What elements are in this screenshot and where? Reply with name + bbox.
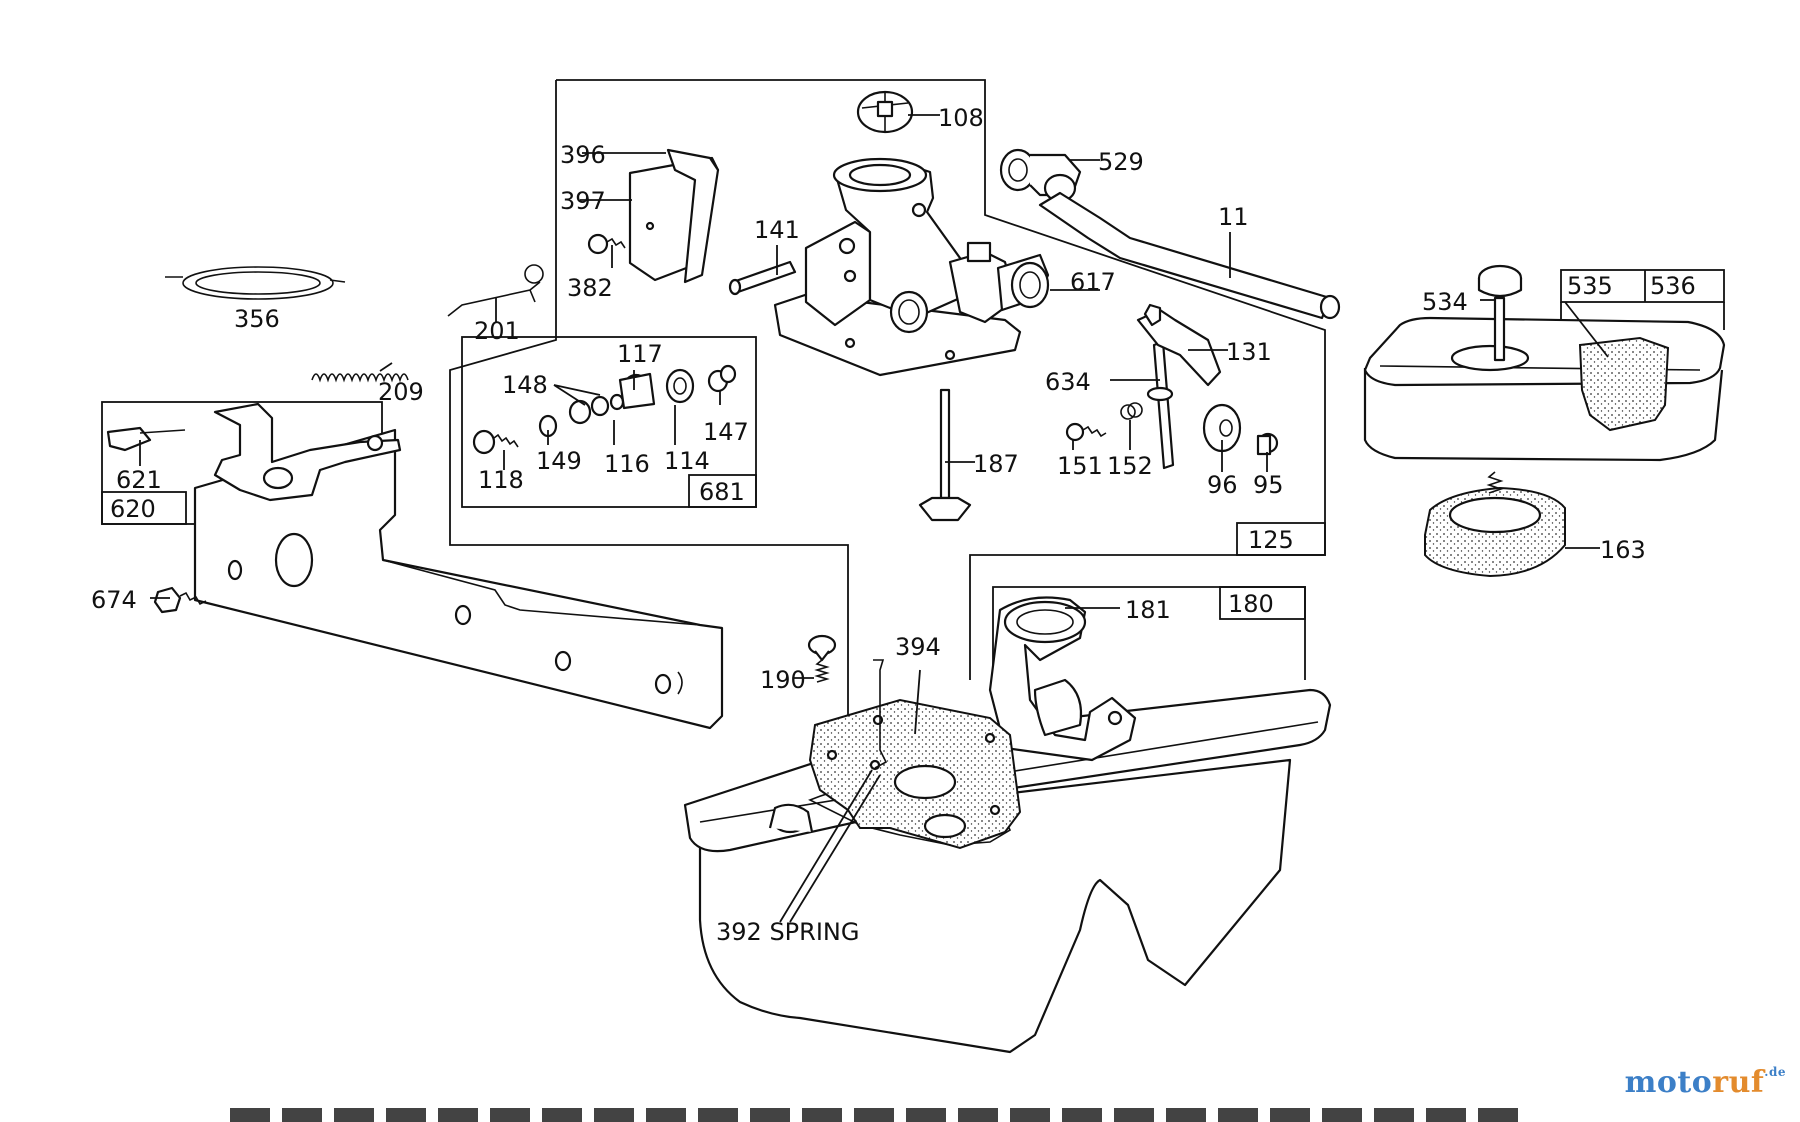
callout-394: 394	[895, 633, 941, 661]
callout-147: 147	[703, 418, 749, 446]
screw-151	[1065, 422, 1107, 442]
callout-148: 148	[502, 371, 548, 399]
watermark-logo[interactable]: motoruf.de	[1625, 1065, 1786, 1100]
callout-621: 621	[116, 466, 162, 494]
diaphragm-394	[808, 698, 1022, 850]
callout-392: 392 SPRING	[716, 918, 859, 946]
filter-element-535	[1578, 336, 1670, 432]
callout-681: 681	[699, 478, 745, 506]
fuel-pipe-11	[1038, 191, 1341, 320]
watermark-part2: ruf	[1712, 1065, 1765, 1100]
callout-152: 152	[1107, 452, 1153, 480]
callout-117: 117	[617, 340, 663, 368]
box-180	[1219, 586, 1306, 620]
screw-141	[728, 260, 797, 296]
throttle-lever-plate	[106, 402, 402, 502]
callout-180: 180	[1228, 590, 1274, 618]
callout-187: 187	[973, 450, 1019, 478]
callout-125: 125	[1248, 526, 1294, 554]
link-201	[447, 264, 544, 317]
callout-131: 131	[1226, 338, 1272, 366]
watermark-part1: moto	[1624, 1065, 1713, 1100]
cover-screw-534	[1477, 264, 1523, 362]
box-620	[101, 491, 187, 525]
callout-181: 181	[1125, 596, 1171, 624]
screw-382	[587, 233, 626, 255]
callout-149: 149	[536, 447, 582, 475]
callout-382: 382	[567, 274, 613, 302]
callout-397: 397	[560, 187, 606, 215]
callout-634: 634	[1045, 368, 1091, 396]
box-681	[688, 474, 757, 508]
callout-209: 209	[378, 378, 424, 406]
callout-116: 116	[604, 450, 650, 478]
callout-620: 620	[110, 495, 156, 523]
callout-534: 534	[1422, 288, 1468, 316]
box-535-536	[1560, 269, 1725, 303]
spring-209	[311, 373, 409, 383]
callout-201: 201	[474, 317, 520, 345]
callout-151: 151	[1057, 452, 1103, 480]
callout-163: 163	[1600, 536, 1646, 564]
cutoff-title-strip	[230, 1108, 1530, 1122]
callout-529: 529	[1098, 148, 1144, 176]
screw-190	[807, 634, 837, 683]
elbow-529	[999, 148, 1082, 203]
callout-108: 108	[938, 104, 984, 132]
callout-396: 396	[560, 141, 606, 169]
callout-11: 11	[1218, 203, 1249, 231]
choke-plate-108	[856, 90, 914, 134]
choke-shutter-397	[628, 148, 720, 284]
link-356	[165, 266, 346, 300]
bolt-674	[153, 586, 207, 614]
callout-190: 190	[760, 666, 806, 694]
carburetor-body	[773, 157, 1050, 377]
callout-535: 535	[1567, 272, 1613, 300]
callout-617: 617	[1070, 268, 1116, 296]
watermark-part3: .de	[1764, 1065, 1786, 1079]
callout-118: 118	[478, 466, 524, 494]
callout-141: 141	[754, 216, 800, 244]
callout-96: 96	[1207, 471, 1238, 499]
pump-spring-392	[873, 659, 888, 769]
screw-95	[1256, 432, 1279, 456]
callout-536: 536	[1650, 272, 1696, 300]
base-163	[1424, 471, 1566, 578]
leader-lines	[139, 114, 1609, 923]
needle-valve-187	[918, 388, 972, 522]
air-cleaner-536	[1363, 316, 1726, 462]
throttle-shaft-634	[1136, 303, 1222, 470]
callout-95: 95	[1253, 471, 1284, 499]
throttle-bracket	[193, 428, 724, 730]
box-180-frame	[992, 586, 1306, 690]
kit-681-frame	[461, 336, 757, 508]
box-125	[1236, 522, 1326, 556]
callout-114: 114	[664, 447, 710, 475]
kit-681-parts	[472, 364, 737, 455]
spring-152	[1120, 402, 1143, 420]
callout-356: 356	[234, 305, 280, 333]
callout-674: 674	[91, 586, 137, 614]
callout-labels: 108 529 396 397 141 11 382 617 356 534 5…	[91, 104, 1696, 946]
